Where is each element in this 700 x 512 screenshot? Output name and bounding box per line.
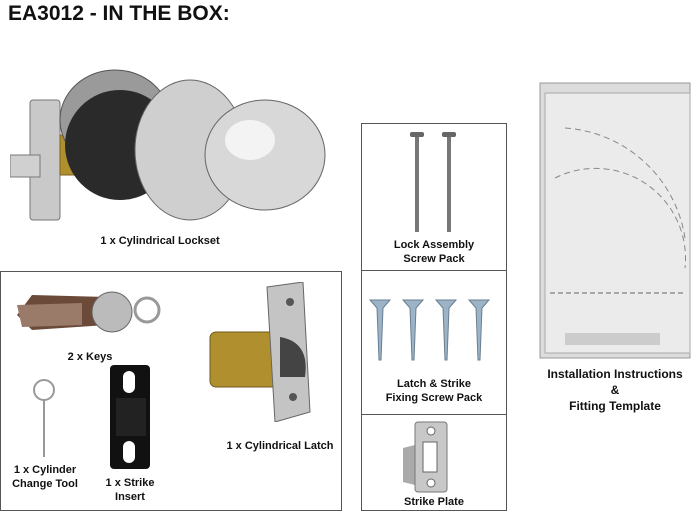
fix-screws-line2: Fixing Screw Pack bbox=[385, 392, 483, 404]
divider bbox=[361, 270, 507, 271]
strike-plate-image bbox=[403, 421, 448, 493]
strike-insert-image bbox=[110, 365, 150, 469]
divider bbox=[361, 414, 507, 415]
strike-plate-caption: Strike Plate bbox=[404, 496, 464, 508]
tool-caption-line2: Change Tool bbox=[12, 478, 78, 490]
lock-screws-line2: Screw Pack bbox=[403, 253, 465, 265]
keys-caption: 2 x Keys bbox=[67, 351, 113, 363]
instructions-line1: Installation Instructions bbox=[547, 367, 683, 381]
lock-screws-line1: Lock Assembly bbox=[393, 239, 475, 251]
instructions-caption: Installation Instructions & Fitting Templa… bbox=[535, 366, 695, 414]
change-tool-image bbox=[33, 379, 55, 457]
tool-caption-line1: 1 x Cylinder bbox=[13, 464, 77, 476]
screws-panel bbox=[361, 123, 507, 511]
instructions-image bbox=[539, 82, 691, 359]
latch-caption: 1 x Cylindrical Latch bbox=[226, 440, 334, 452]
fixing-screws-image bbox=[368, 299, 491, 361]
instructions-line2: & bbox=[610, 383, 620, 397]
insert-caption-line2: Insert bbox=[115, 491, 145, 503]
accessories-panel bbox=[0, 271, 342, 511]
page-title: EA3012 - IN THE BOX: bbox=[8, 2, 230, 25]
keys-image bbox=[17, 291, 161, 333]
fix-screws-line1: Latch & Strike bbox=[397, 378, 471, 390]
lock-assembly-screws-image bbox=[410, 132, 456, 232]
instructions-line3: Fitting Template bbox=[569, 399, 661, 413]
lockset-caption: 1 x Cylindrical Lockset bbox=[100, 235, 220, 247]
insert-caption-line1: 1 x Strike bbox=[105, 477, 155, 489]
lockset-image bbox=[10, 69, 326, 221]
latch-image bbox=[209, 282, 311, 422]
